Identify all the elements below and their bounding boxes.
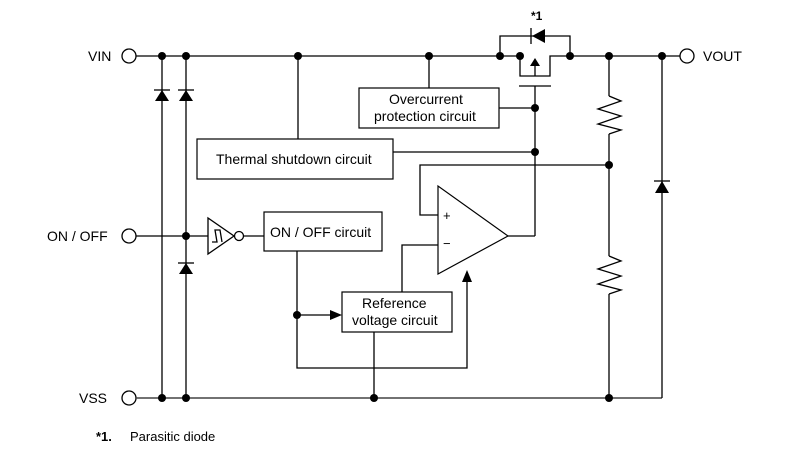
node-dot [531, 148, 539, 156]
node-dot [566, 52, 574, 60]
onoff-ctrl-wire [296, 251, 468, 369]
onoff-label: ON / OFF [47, 228, 108, 244]
overcurrent-label-2: protection circuit [374, 108, 476, 124]
pmos-arrow-icon [530, 58, 540, 66]
onoff-terminal [121, 228, 137, 244]
node-dot [293, 311, 301, 319]
pmos-transistor [519, 55, 570, 77]
onoff-circuit-box [263, 211, 383, 252]
onoff-circuit-label: ON / OFF circuit [270, 224, 371, 240]
reference-voltage-box [341, 291, 453, 333]
schmitt-symbol [212, 229, 223, 243]
resistor-bottom-icon [595, 255, 624, 295]
ref-out-wire [401, 244, 438, 292]
node-dot [605, 161, 613, 169]
feedback-wire [419, 164, 609, 216]
schmitt-inverter-icon [207, 216, 236, 256]
node-dot [496, 52, 504, 60]
esd-diode-icon [179, 90, 193, 101]
reference-label-2: voltage circuit [352, 312, 438, 328]
ref-enable-arrow-icon [330, 310, 342, 320]
parasitic-diode-icon [532, 29, 545, 43]
overcurrent-label-1: Overcurrent [389, 91, 463, 107]
footnote-text: Parasitic diode [130, 429, 215, 444]
thermal-label: Thermal shutdown circuit [216, 151, 372, 167]
opamp-plus: + [443, 208, 451, 223]
esd-diode-icon [179, 263, 193, 274]
opamp-enable-arrow-icon [462, 270, 472, 282]
parasitic-diode-wire [499, 35, 571, 56]
parasitic-marker: *1 [531, 9, 543, 23]
output-diode-icon [655, 181, 669, 193]
opamp-minus: − [443, 236, 451, 251]
thermal-shutdown-box [196, 138, 394, 180]
overcurrent-box [358, 87, 500, 129]
inverter-bubble [233, 230, 245, 242]
vss-label: VSS [79, 390, 107, 406]
vss-terminal [121, 390, 137, 406]
resistor-top-icon [595, 95, 624, 135]
node-dot [531, 104, 539, 112]
esd-diode-icon [155, 90, 169, 101]
vout-label: VOUT [703, 48, 742, 64]
node-dot [516, 52, 524, 60]
footnote-marker: *1. [96, 429, 112, 444]
vin-terminal [121, 48, 137, 64]
vin-label: VIN [88, 48, 111, 64]
vout-terminal [679, 48, 695, 64]
reference-label-1: Reference [362, 295, 427, 311]
error-amplifier [437, 184, 510, 276]
node-dot [182, 232, 190, 240]
